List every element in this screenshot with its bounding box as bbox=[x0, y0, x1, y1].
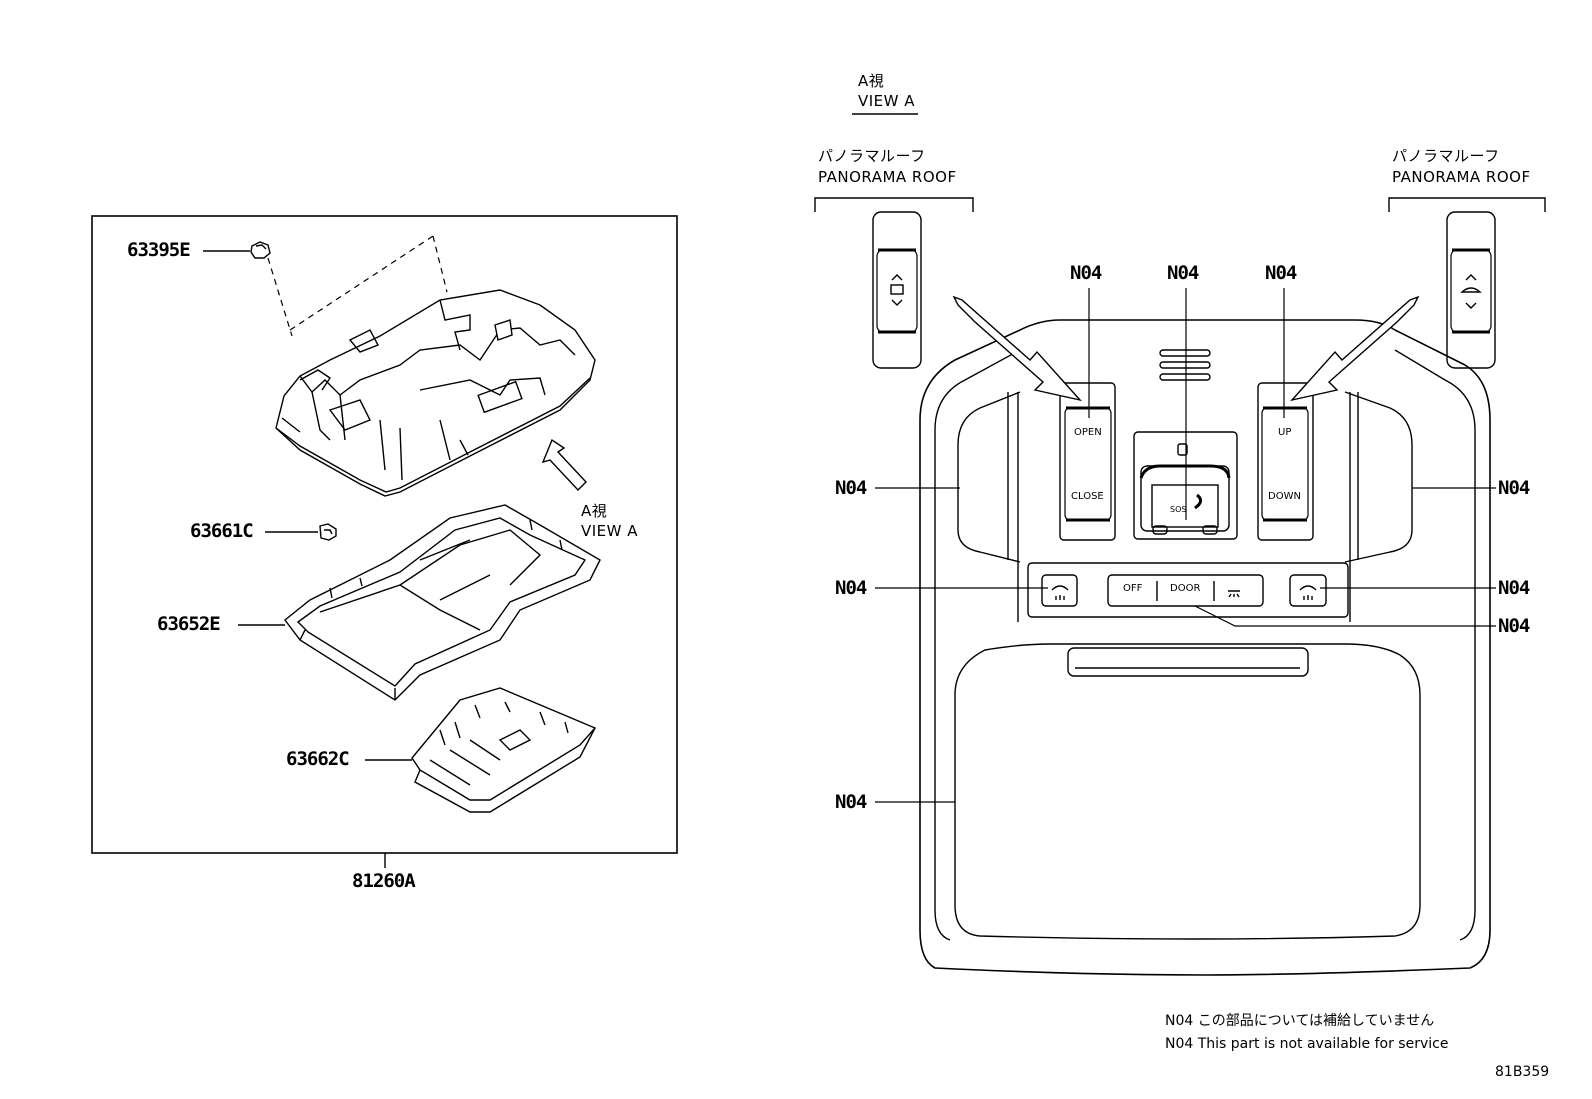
callout-n04-left-lamp: N04 bbox=[835, 577, 867, 599]
switch-door-label: DOOR bbox=[1170, 583, 1201, 594]
part-label-63652e: 63652E bbox=[157, 613, 221, 635]
lens-63662c bbox=[411, 687, 597, 813]
panorama-roof-en-left: PANORAMA ROOF bbox=[818, 168, 957, 186]
n04-leader-lines bbox=[875, 288, 1496, 803]
switch-open-label: OPEN bbox=[1074, 427, 1102, 438]
panorama-roof-jp-left: パノラマルーフ bbox=[818, 147, 926, 165]
view-a-en-right: VIEW A bbox=[858, 92, 916, 110]
panorama-roof-en-right: PANORAMA ROOF bbox=[1392, 168, 1531, 186]
callout-n04-open-close: N04 bbox=[1070, 262, 1102, 284]
panorama-roof-jp-right: パノラマルーフ bbox=[1392, 147, 1500, 165]
view-a-jp-right: A視 bbox=[858, 72, 885, 90]
console-view-a bbox=[919, 319, 1491, 976]
clip-63661c bbox=[319, 523, 337, 541]
assembly-label-81260a: 81260A bbox=[352, 870, 416, 892]
part-label-63395e: 63395E bbox=[127, 239, 191, 261]
view-a-arrow bbox=[541, 438, 587, 492]
console-housing bbox=[275, 289, 596, 497]
arrow-to-open-close bbox=[952, 295, 1082, 402]
footnote-en: N04 This part is not available for servi… bbox=[1165, 1036, 1449, 1052]
switch-up-label: UP bbox=[1278, 427, 1292, 438]
view-a-en-left: VIEW A bbox=[581, 522, 639, 540]
panorama-switch-left bbox=[872, 211, 922, 369]
callout-n04-right-lamp: N04 bbox=[1498, 577, 1530, 599]
view-a-jp-left: A視 bbox=[581, 502, 608, 520]
callout-n04-left-grip: N04 bbox=[835, 477, 867, 499]
sos-label: SOS bbox=[1170, 505, 1187, 514]
frame-63652e bbox=[284, 504, 601, 701]
switch-off-label: OFF bbox=[1123, 583, 1143, 594]
clip-63395e bbox=[250, 241, 271, 259]
switch-down-label: DOWN bbox=[1268, 491, 1301, 502]
callout-n04-right-grip: N04 bbox=[1498, 477, 1530, 499]
callout-n04-lens: N04 bbox=[835, 791, 867, 813]
drawing-code: 81B359 bbox=[1495, 1064, 1550, 1080]
callout-n04-sos: N04 bbox=[1167, 262, 1199, 284]
callout-n04-room-switch: N04 bbox=[1498, 615, 1530, 637]
part-label-63661c: 63661C bbox=[190, 520, 254, 542]
footnote-jp: N04 この部品については補給していません bbox=[1165, 1013, 1435, 1029]
part-label-63662c: 63662C bbox=[286, 748, 350, 770]
callout-n04-up-down: N04 bbox=[1265, 262, 1297, 284]
arrow-to-up-down bbox=[1290, 295, 1420, 402]
panorama-switch-right bbox=[1446, 211, 1496, 369]
switch-close-label: CLOSE bbox=[1071, 491, 1104, 502]
